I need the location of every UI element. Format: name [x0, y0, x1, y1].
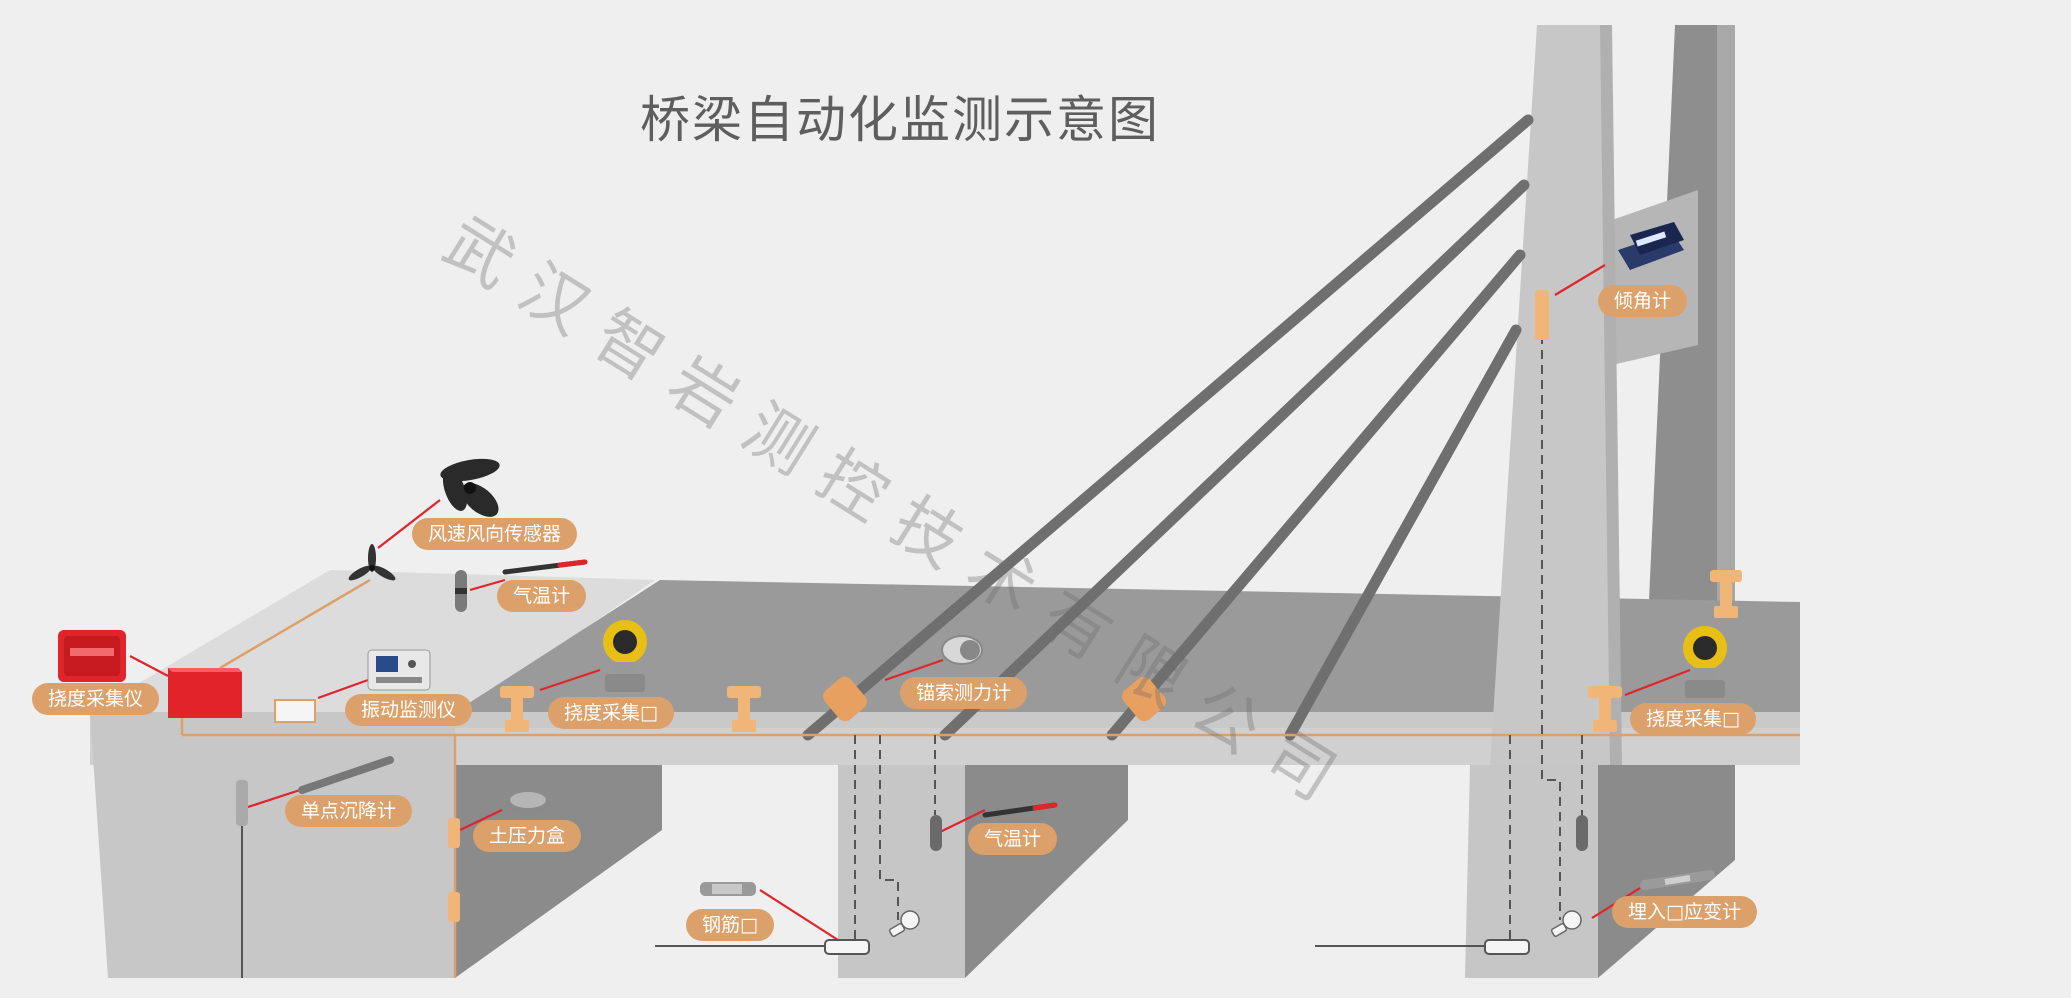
label-wind-sensor: 风速风向传感器 — [412, 518, 578, 550]
deflection-collector-device — [58, 630, 126, 682]
settlement-gauge — [236, 756, 394, 826]
anchor-rings — [823, 676, 1166, 722]
label-anchor-cable: 锚索测力计 — [900, 677, 1028, 709]
air-temp-sensor-2 — [930, 802, 1588, 851]
probe-icons — [888, 910, 1582, 937]
page-title: 桥梁自动化监测示意图 — [640, 91, 1160, 149]
pressure-transmitter-2 — [1683, 626, 1727, 698]
label-settlement: 单点沉降计 — [285, 795, 413, 827]
tower-sensor-marker — [1535, 290, 1549, 340]
label-deflection-2: 挠度采集□ — [1630, 703, 1756, 735]
label-earth-pressure: 土压力盒 — [473, 820, 582, 852]
red-leaders — [129, 264, 1691, 941]
label-deflection-1: 挠度采集□ — [548, 697, 674, 729]
wind-propeller-icon — [348, 544, 396, 581]
wind-sensor-device — [440, 458, 500, 517]
air-temp-sensor-1 — [455, 559, 588, 612]
label-vibration-monitor: 振动监测仪 — [345, 694, 473, 726]
ground-rods — [241, 800, 1485, 978]
stay-cables — [802, 114, 1534, 741]
label-air-temp-2: 气温计 — [968, 823, 1058, 855]
anchor-load-cell-device — [941, 635, 983, 665]
front-tower — [1490, 25, 1622, 765]
orange-t-sensors — [500, 570, 1742, 732]
junction-box — [274, 699, 316, 723]
pressure-transmitter-1 — [603, 620, 647, 692]
label-deflection-collector: 挠度采集仪 — [32, 683, 160, 715]
label-embedded-strain: 埋入□应变计 — [1612, 896, 1757, 928]
vibration-monitor-device — [367, 649, 431, 691]
signal-wiring — [180, 578, 1800, 978]
label-rebar: 钢筋□ — [686, 909, 774, 941]
control-box — [168, 668, 242, 718]
embedded-strain-gauge — [1640, 870, 1715, 890]
label-air-temp-1: 气温计 — [497, 580, 587, 612]
rebar-meter-device — [700, 882, 1530, 955]
dashed-lines — [854, 335, 1583, 945]
label-inclinometer: 倾角计 — [1598, 285, 1688, 317]
inclinometer-device — [1618, 222, 1684, 270]
earth-pressure-cell — [448, 792, 550, 922]
